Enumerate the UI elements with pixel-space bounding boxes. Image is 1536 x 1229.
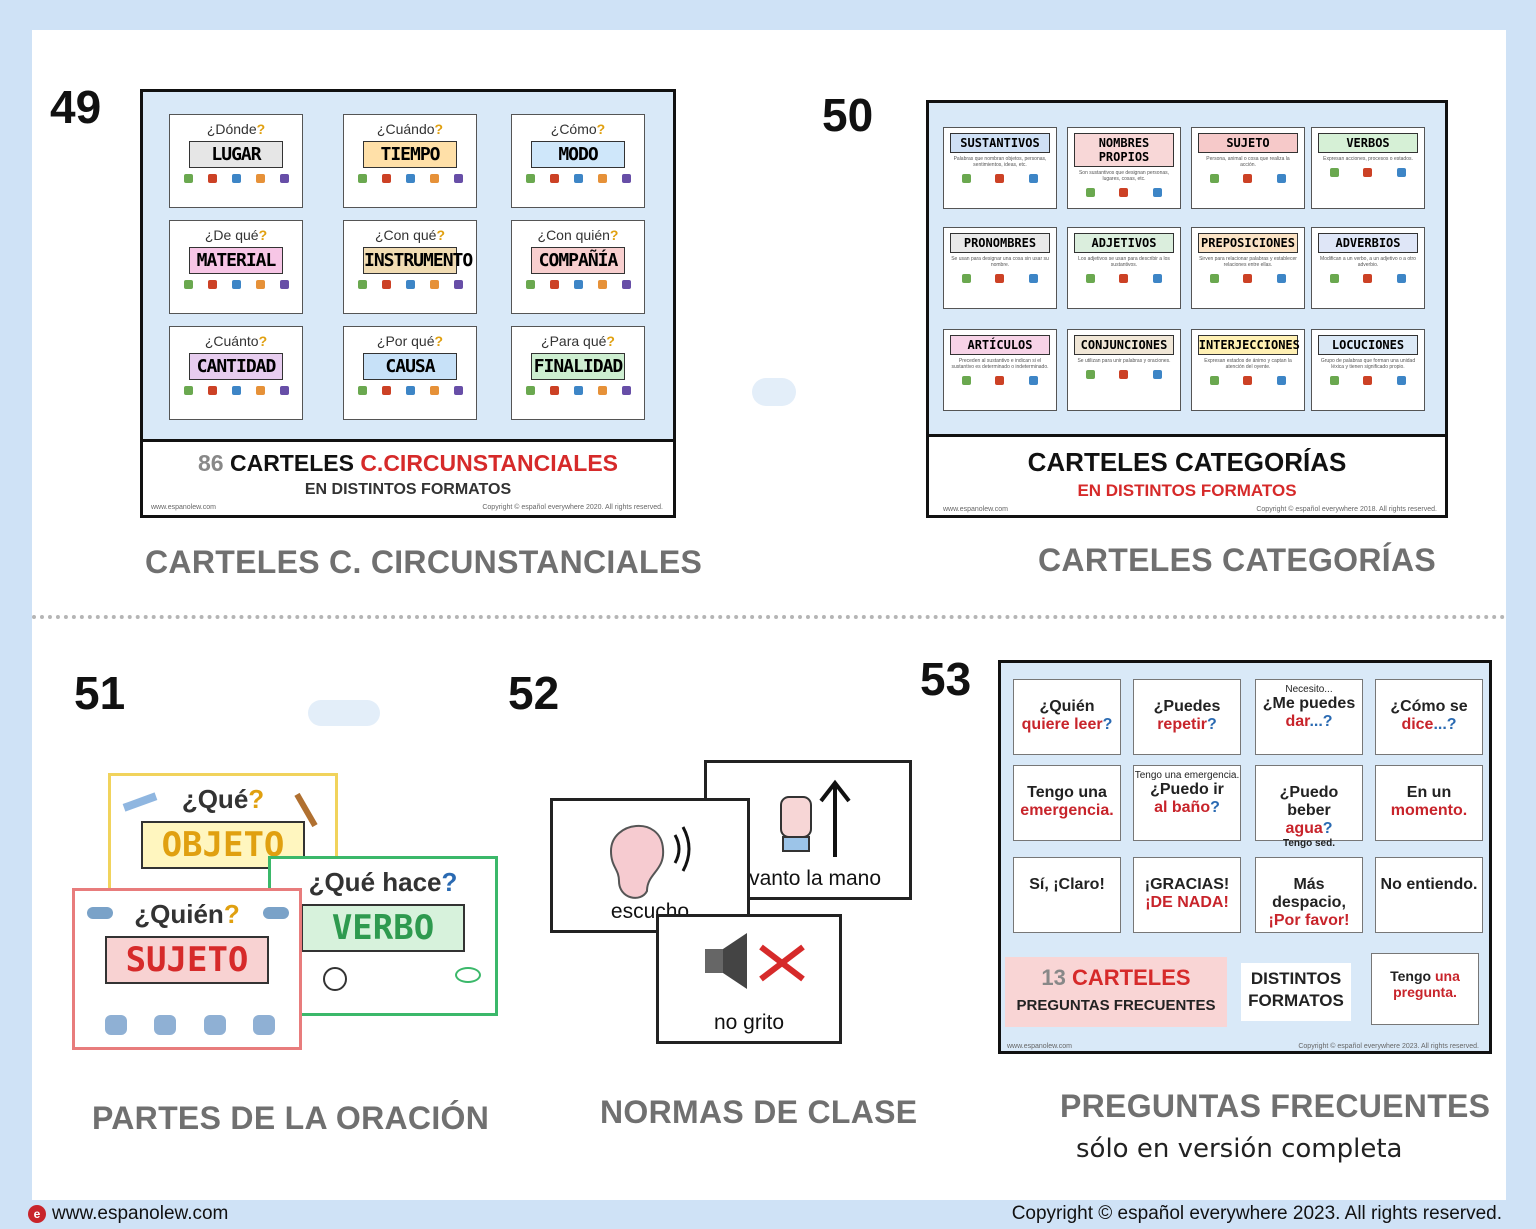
- product-caption: PARTES DE LA ORACIÓN: [92, 1100, 490, 1136]
- product-caption: PREGUNTAS FRECUENTES: [1060, 1088, 1491, 1124]
- product-caption: NORMAS DE CLASE: [600, 1094, 918, 1130]
- people-icon: [87, 907, 113, 919]
- faq-card-11[interactable]: Más despacio,¡Por favor!: [1255, 857, 1363, 933]
- cc-card-2: ¿Cuándo?TIEMPO: [343, 114, 477, 208]
- product-note: sólo en versión completa: [1076, 1134, 1403, 1164]
- card-escucho[interactable]: escucho: [550, 798, 750, 933]
- cc-card-4: ¿De qué?MATERIAL: [169, 220, 303, 314]
- card-sujeto[interactable]: ¿Quién? SUJETO: [72, 888, 302, 1050]
- product-number: 52: [508, 667, 560, 719]
- product-caption: CARTELES C. CIRCUNSTANCIALES: [145, 544, 703, 580]
- product-title: CARTELES CATEGORÍAS: [1027, 447, 1347, 477]
- cc-card-9: ¿Para qué?FINALIDAD: [511, 326, 645, 420]
- site-small: www.espanolew.com: [943, 506, 1008, 513]
- site-small: www.espanolew.com: [1007, 1043, 1072, 1050]
- faq-card-9[interactable]: Sí, ¡Claro!: [1013, 857, 1121, 933]
- magnifier-icon: [323, 967, 347, 991]
- section-divider: [32, 615, 1506, 619]
- product-image-cc[interactable]: ¿Dónde?LUGAR ¿Cuándo?TIEMPO ¿Cómo?MODO ¿De …: [140, 89, 676, 518]
- card-label: no grito: [713, 1011, 785, 1034]
- card-question: ¿Qué hace?: [308, 867, 458, 897]
- product-title: 86 CARTELES C.CIRCUNSTANCIALES: [197, 450, 618, 476]
- card-question: ¿Quién?: [134, 899, 240, 929]
- product-caption: CARTELES CATEGORÍAS: [1038, 542, 1437, 578]
- ear-icon: [609, 824, 691, 899]
- product-number: 53: [920, 653, 972, 705]
- cc-card-5: ¿Con qué?INSTRUMENTO: [343, 220, 477, 314]
- faq-card-12[interactable]: No entiendo.: [1375, 857, 1483, 933]
- cloud-decoration: [308, 700, 380, 726]
- cc-card-6: ¿Con quién?COMPAÑÍA: [511, 220, 645, 314]
- copyright-small: Copyright © español everywhere 2023. All…: [1298, 1043, 1479, 1050]
- card-label: SUJETO: [105, 936, 269, 984]
- copyright-small: Copyright © español everywhere 2018. All…: [1256, 506, 1437, 513]
- card-no-grito[interactable]: no grito: [656, 914, 842, 1044]
- product-subtitle: EN DISTINTOS FORMATOS: [304, 481, 512, 498]
- card-verbo[interactable]: ¿Qué hace? VERBO: [268, 856, 498, 1016]
- card-label: levanto la mano: [732, 867, 881, 890]
- copyright-small: Copyright © español everywhere 2020. All…: [482, 504, 663, 511]
- count-banner: 13 CARTELES PREGUNTAS FRECUENTES: [1005, 957, 1227, 1027]
- cc-card-7: ¿Cuánto?CANTIDAD: [169, 326, 303, 420]
- people-icon: [263, 907, 289, 919]
- product-number: 49: [50, 81, 102, 133]
- formats-badge: DISTINTOS FORMATOS: [1241, 963, 1351, 1021]
- card-label: VERBO: [301, 904, 465, 952]
- card-label: OBJETO: [141, 821, 305, 869]
- people-row: [105, 1015, 275, 1037]
- faq-card-10[interactable]: ¡GRACIAS!¡DE NADA!: [1133, 857, 1241, 933]
- speaker-mute-icon: [705, 933, 805, 989]
- faq-card-pregunta[interactable]: Tengo una pregunta.: [1371, 953, 1479, 1025]
- product-subtitle: EN DISTINTOS FORMATOS: [1077, 481, 1297, 500]
- product-number: 51: [74, 667, 126, 719]
- logo-icon: e: [28, 1204, 46, 1223]
- cloud-decoration: [752, 378, 796, 406]
- product-number: 50: [822, 89, 874, 141]
- footer-copyright: Copyright © español everywhere 2023. All…: [1011, 1203, 1502, 1224]
- raised-hand-icon: [780, 779, 851, 857]
- cc-card-8: ¿Por qué?CAUSA: [343, 326, 477, 420]
- card-question: ¿Qué?: [181, 784, 265, 814]
- cc-card-1: ¿Dónde?LUGAR: [169, 114, 303, 208]
- eye-icon: [455, 967, 481, 983]
- site-small: www.espanolew.com: [151, 504, 216, 511]
- cc-card-3: ¿Cómo?MODO: [511, 114, 645, 208]
